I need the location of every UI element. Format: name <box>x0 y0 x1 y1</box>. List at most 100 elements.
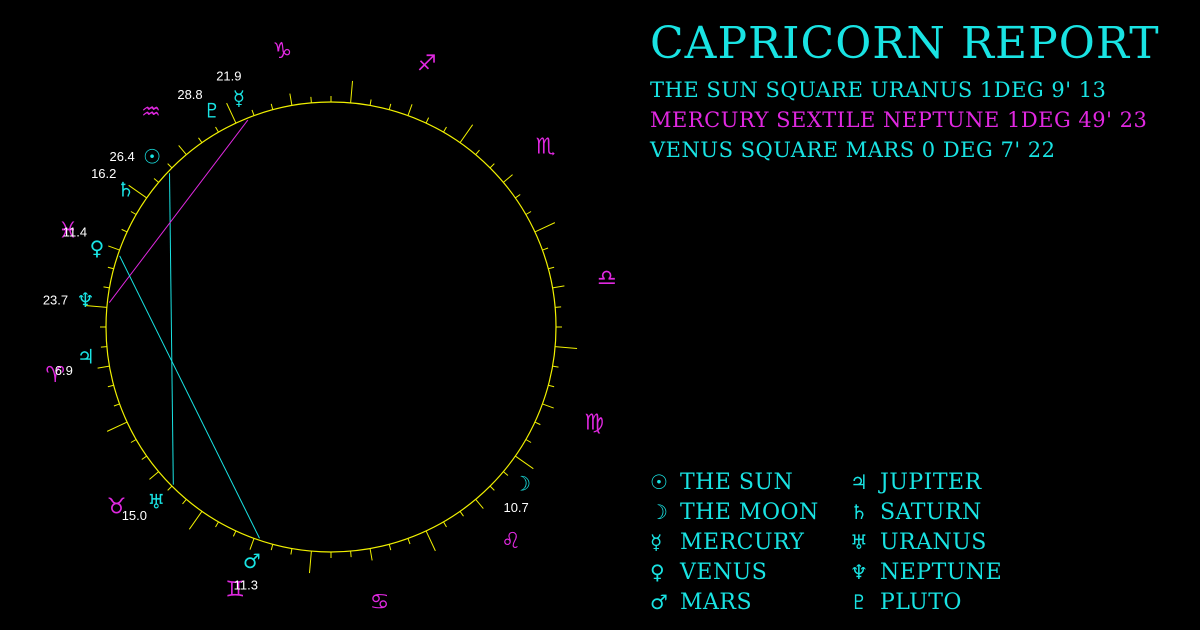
degree-tick <box>108 245 120 251</box>
aspect-sun-uranus: The Sun square Uranus 1deg 9' 13 <box>650 78 1107 102</box>
taurus-sign-icon: ♉ <box>107 494 127 519</box>
degree-tick <box>251 109 255 116</box>
legend-label: Jupiter <box>880 469 982 495</box>
pisces-sign-icon: ♓ <box>58 219 78 244</box>
legend-label: The Sun <box>680 469 794 495</box>
degree-tick <box>149 471 159 480</box>
aries-sign-icon: ♈ <box>45 363 65 388</box>
degree-tick <box>141 455 147 460</box>
aspect-venus-mars: Venus square Mars 0 deg 7' 22 <box>650 138 1056 162</box>
aspect-line-venus-mars <box>119 255 260 539</box>
degree-tick <box>503 174 513 183</box>
degree-tick <box>475 149 480 155</box>
mercury-degree-label: 21.9 <box>216 68 241 83</box>
degree-tick <box>369 99 372 106</box>
aspect-mercury-neptune: Mercury sextile Neptune 1deg 49' 23 <box>650 108 1148 132</box>
degree-tick <box>443 521 447 528</box>
pluto-degree-label: 28.8 <box>177 87 202 102</box>
degree-tick <box>489 485 495 491</box>
moon-degree-label: 10.7 <box>503 500 528 515</box>
degree-tick <box>542 247 549 251</box>
jupiter-icon: ♃ <box>77 345 95 369</box>
sun-icon: ☉ <box>650 470 668 494</box>
degree-tick <box>100 346 107 348</box>
degree-tick <box>548 266 555 270</box>
degree-tick <box>232 530 237 537</box>
venus-icon: ♀ <box>650 560 665 584</box>
degree-tick <box>178 145 187 155</box>
virgo-sign-icon: ♍ <box>584 410 604 435</box>
degree-tick <box>388 103 392 110</box>
degree-tick <box>555 306 562 308</box>
degree-tick <box>107 266 114 270</box>
degree-tick <box>107 384 114 388</box>
sign-boundary-tick <box>188 511 203 530</box>
sun-icon: ☉ <box>143 145 161 169</box>
degree-tick <box>552 365 559 368</box>
legend-label: Venus <box>680 559 768 585</box>
gemini-sign-icon: ♊ <box>225 578 245 603</box>
neptune-icon: ♆ <box>850 560 868 584</box>
degree-tick <box>215 521 219 528</box>
degree-tick <box>475 499 484 509</box>
report-title: Capricorn Report <box>650 18 1160 69</box>
legend-label: Saturn <box>880 499 982 525</box>
degree-tick <box>548 384 555 388</box>
degree-tick <box>407 104 413 116</box>
legend-item-mercury: ☿ Mercury <box>650 527 804 557</box>
degree-tick <box>425 117 430 124</box>
degree-tick <box>113 403 120 407</box>
degree-tick <box>525 439 532 443</box>
degree-tick <box>443 126 447 133</box>
degree-tick <box>182 499 187 505</box>
aquarius-sign-icon: ♒ <box>141 100 161 125</box>
saturn-icon: ♄ <box>850 500 868 524</box>
uranus-icon: ♅ <box>147 490 165 514</box>
degree-tick <box>249 538 255 550</box>
sign-boundary-tick <box>308 551 312 574</box>
degree-tick <box>542 403 554 409</box>
neptune-degree-label: 23.7 <box>43 292 68 307</box>
degree-tick <box>489 163 495 169</box>
legend-item-neptune: ♆ Neptune <box>850 557 1002 587</box>
degree-tick <box>270 103 274 110</box>
legend-item-venus: ♀ Venus <box>650 557 767 587</box>
degree-tick <box>503 471 509 476</box>
sign-boundary-tick <box>555 346 578 350</box>
degree-tick <box>103 286 110 289</box>
legend-item-pluto: ♇ Pluto <box>850 587 962 617</box>
degree-tick <box>130 439 137 443</box>
moon-icon: ☽ <box>513 471 531 495</box>
degree-tick <box>515 194 521 199</box>
degree-tick <box>167 163 173 169</box>
legend-item-mars: ♂ Mars <box>650 587 752 617</box>
aspect-line-sun-uranus <box>169 173 174 485</box>
sign-boundary-tick <box>226 102 237 124</box>
sign-boundary-tick <box>425 530 436 552</box>
legend-item-moon: ☽ The Moon <box>650 497 819 527</box>
mercury-icon: ☿ <box>233 86 245 110</box>
saturn-degree-label: 16.2 <box>91 166 116 181</box>
mercury-icon: ☿ <box>650 530 663 554</box>
leo-sign-icon: ♌ <box>501 529 521 554</box>
degree-tick <box>310 96 312 103</box>
degree-tick <box>407 538 411 545</box>
uranus-icon: ♅ <box>850 530 868 554</box>
jupiter-icon: ♃ <box>850 470 868 494</box>
saturn-icon: ♄ <box>117 178 135 202</box>
degree-tick <box>198 137 203 143</box>
degree-tick <box>130 211 137 215</box>
scorpio-sign-icon: ♏ <box>536 135 556 160</box>
mars-degree-label: 11.3 <box>234 577 258 592</box>
legend-label: Pluto <box>880 589 962 615</box>
legend-item-jupiter: ♃ Jupiter <box>850 467 982 497</box>
legend-label: Uranus <box>880 529 987 555</box>
aspect-line-mercury-neptune <box>108 119 249 303</box>
degree-tick <box>388 544 392 551</box>
mars-icon: ♂ <box>650 590 668 614</box>
degree-tick <box>552 285 565 289</box>
degree-tick <box>459 511 464 517</box>
pluto-icon: ♇ <box>850 590 868 614</box>
sign-boundary-tick <box>350 80 354 103</box>
